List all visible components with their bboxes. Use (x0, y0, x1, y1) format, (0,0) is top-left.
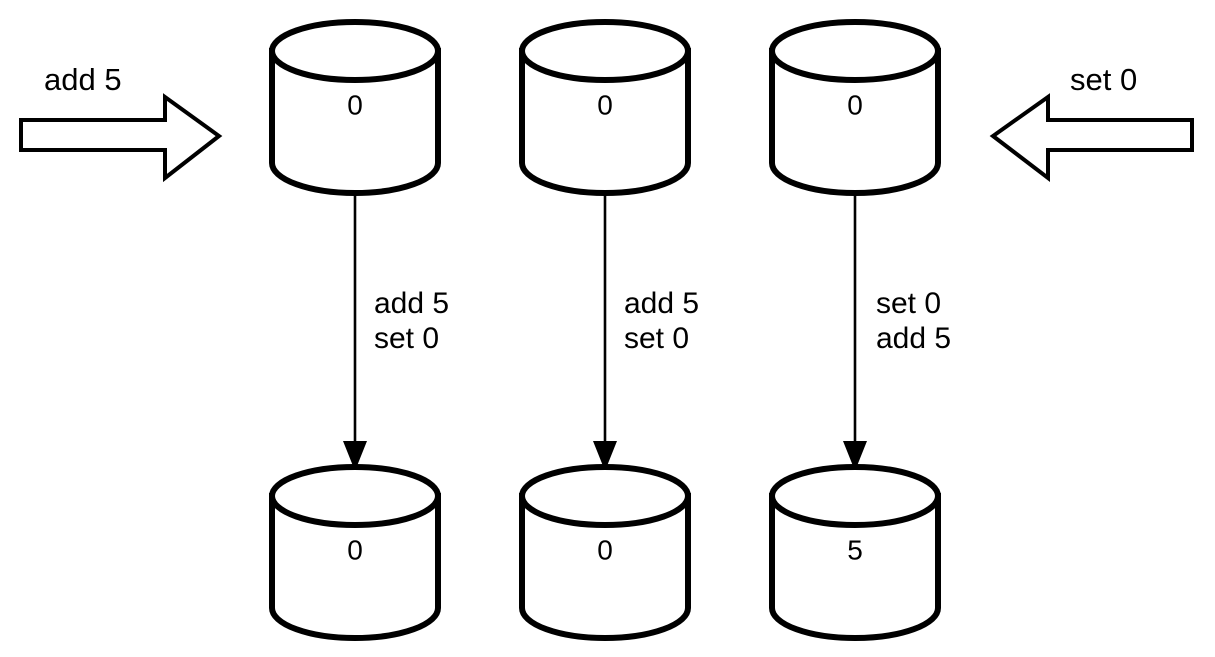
cylinder-body (769, 493, 941, 641)
cylinder-body (269, 493, 441, 641)
external-input-arrow-left: add 5 (19, 62, 223, 183)
cylinder-value-before-1: 0 (347, 89, 363, 120)
cylinder-top-ellipse (769, 19, 941, 83)
cylinder-body (519, 48, 691, 196)
external-input-label-left: add 5 (44, 62, 122, 97)
operation-label-2-1: set 0 (624, 322, 689, 355)
cylinder-top-ellipse (269, 464, 441, 528)
operation-label-3-0: set 0 (876, 287, 941, 320)
cylinder-value-after-2: 0 (597, 534, 613, 565)
replica-column-2: 0 add 5 set 0 0 (519, 19, 699, 641)
cylinder-top-ellipse (269, 19, 441, 83)
operation-label-1-0: add 5 (374, 287, 449, 320)
cylinder-body (269, 48, 441, 196)
cylinder-after-2: 0 (519, 464, 691, 641)
cylinder-top-ellipse (519, 19, 691, 83)
cylinder-top-ellipse (769, 464, 941, 528)
cylinder-top-ellipse (519, 464, 691, 528)
external-input-label-right: set 0 (1070, 62, 1137, 97)
block-arrow-left-icon (989, 93, 1194, 183)
cylinder-after-1: 0 (269, 464, 441, 641)
external-input-arrow-right: set 0 (989, 62, 1194, 183)
operation-label-3-1: add 5 (876, 322, 951, 355)
cylinder-after-3: 5 (769, 464, 941, 641)
connector-3: set 0 add 5 (843, 193, 951, 471)
operation-label-2-0: add 5 (624, 287, 699, 320)
cylinder-before-2: 0 (519, 19, 691, 196)
cylinder-body (769, 48, 941, 196)
cylinder-before-1: 0 (269, 19, 441, 196)
replica-column-1: 0 add 5 set 0 0 (269, 19, 449, 641)
arrowhead-down-icon (843, 441, 867, 471)
arrowhead-down-icon (343, 441, 367, 471)
replica-column-3: 0 set 0 add 5 5 (769, 19, 951, 641)
block-arrow-right-icon (19, 93, 223, 183)
cylinder-value-after-1: 0 (347, 534, 363, 565)
operation-label-1-1: set 0 (374, 322, 439, 355)
cylinder-body (519, 493, 691, 641)
cylinder-value-after-3: 5 (847, 534, 863, 565)
cylinder-value-before-3: 0 (847, 89, 863, 120)
cylinder-before-3: 0 (769, 19, 941, 196)
cylinder-value-before-2: 0 (597, 89, 613, 120)
connector-2: add 5 set 0 (593, 193, 699, 471)
arrowhead-down-icon (593, 441, 617, 471)
connector-1: add 5 set 0 (343, 193, 449, 471)
